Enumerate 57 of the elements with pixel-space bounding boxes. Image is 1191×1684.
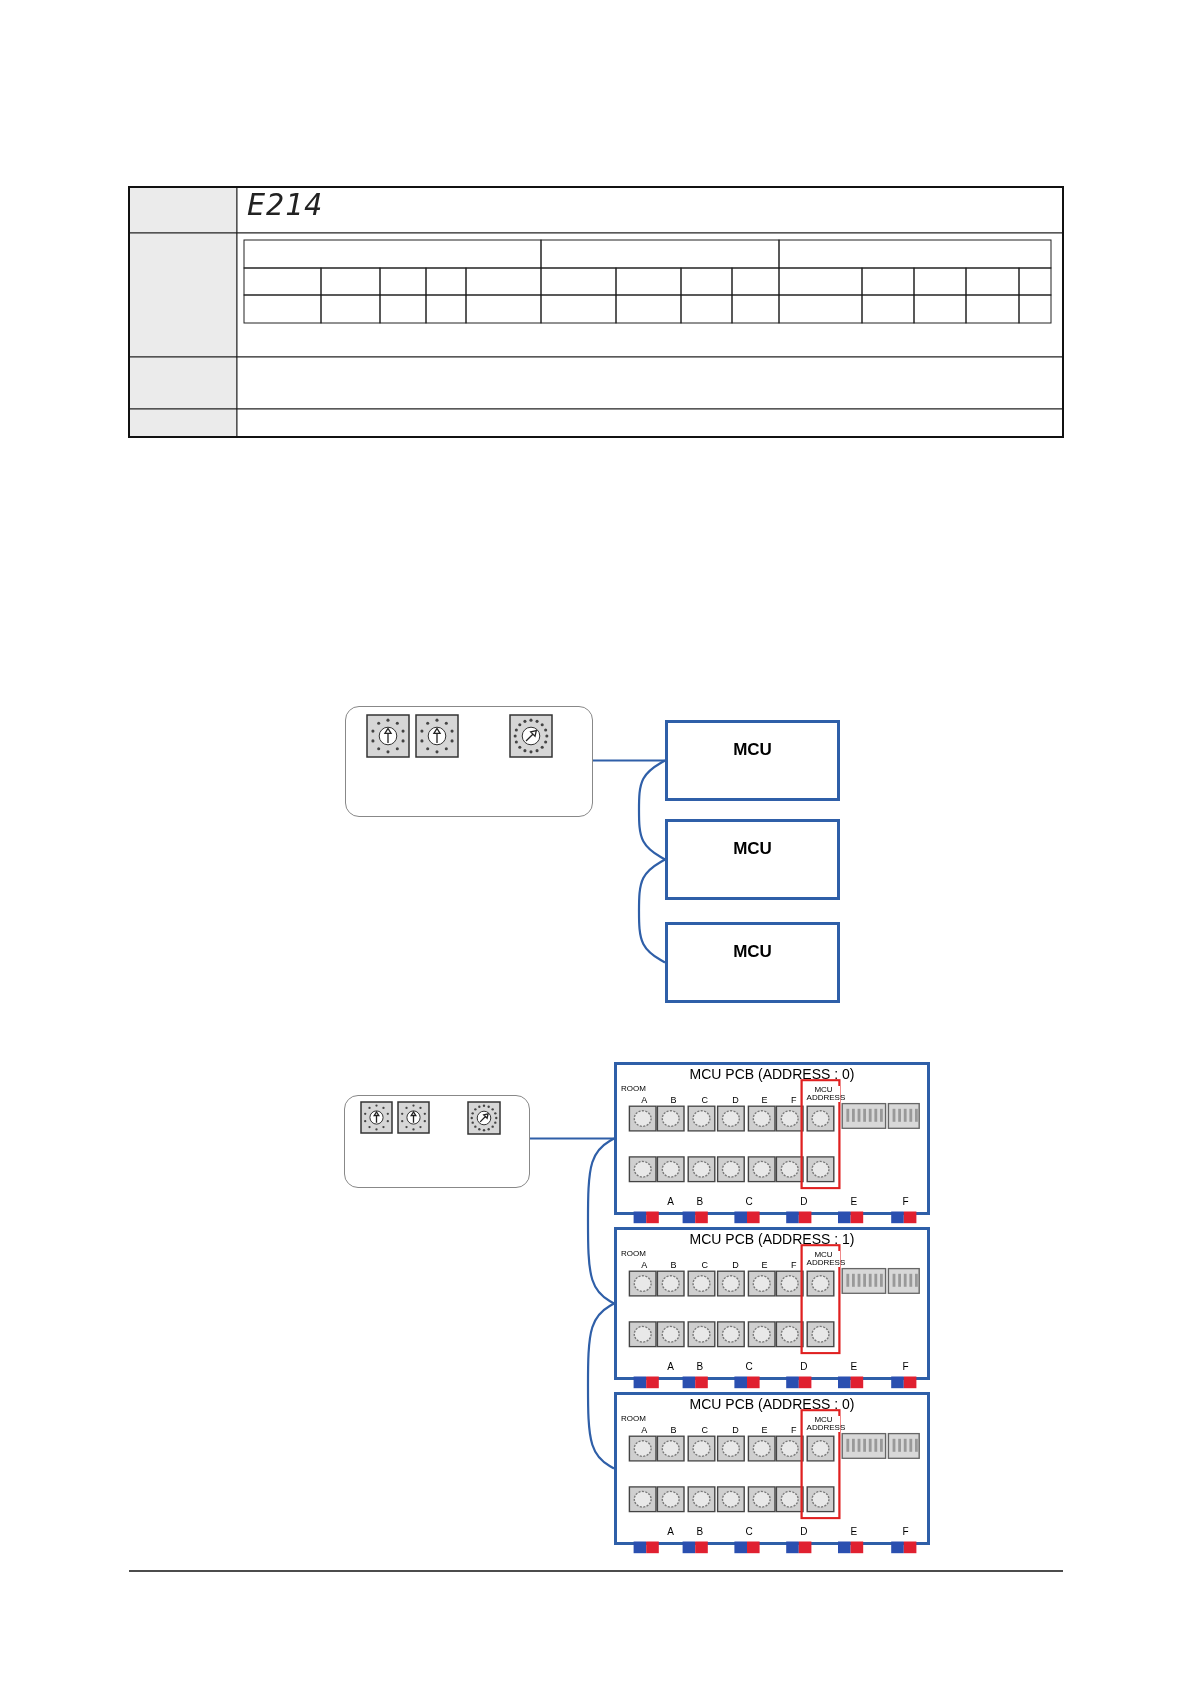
connection-line bbox=[530, 1137, 616, 1140]
channel-letter: B bbox=[670, 1096, 677, 1105]
mcu-label: MCU bbox=[732, 840, 773, 857]
port-letter: E bbox=[850, 1197, 858, 1207]
port-letter: F bbox=[902, 1527, 909, 1537]
channel-letter: E bbox=[761, 1426, 768, 1435]
room-label: ROOM bbox=[621, 1415, 646, 1423]
channel-letter: C bbox=[701, 1096, 708, 1105]
port-letter: D bbox=[800, 1527, 808, 1537]
port-letter: C bbox=[745, 1362, 753, 1372]
channel-letter: F bbox=[791, 1096, 797, 1105]
channel-letter: D bbox=[732, 1261, 739, 1270]
port-letter: A bbox=[667, 1197, 674, 1207]
room-label: ROOM bbox=[621, 1250, 646, 1258]
channel-letter: B bbox=[670, 1261, 677, 1270]
mcu-box bbox=[665, 720, 840, 801]
port-letter: B bbox=[696, 1362, 704, 1372]
channel-letter: A bbox=[641, 1261, 648, 1270]
port-letter: E bbox=[850, 1527, 858, 1537]
port-letter: F bbox=[902, 1362, 909, 1372]
switch-panel bbox=[344, 1095, 530, 1188]
error-code-display: E214 bbox=[247, 190, 324, 220]
channel-letter: C bbox=[701, 1261, 708, 1270]
channel-letter: D bbox=[732, 1426, 739, 1435]
port-letter: F bbox=[902, 1197, 909, 1207]
port-letter: A bbox=[667, 1527, 674, 1537]
connection-line bbox=[586, 1302, 615, 1470]
port-letter: D bbox=[800, 1197, 808, 1207]
channel-letter: B bbox=[670, 1426, 677, 1435]
connection-line bbox=[593, 759, 667, 762]
room-label: ROOM bbox=[621, 1085, 646, 1093]
mcu-box bbox=[665, 819, 840, 900]
mcu-box bbox=[665, 922, 840, 1003]
channel-letter: F bbox=[791, 1426, 797, 1435]
port-letter: E bbox=[850, 1362, 858, 1372]
channel-letter: E bbox=[761, 1261, 768, 1270]
mcu-label: MCU bbox=[732, 943, 773, 960]
switch-panel bbox=[345, 706, 593, 817]
pcb-title: MCU PCB (ADDRESS : 1) bbox=[688, 1232, 856, 1246]
channel-letter: D bbox=[732, 1096, 739, 1105]
channel-letter: E bbox=[761, 1096, 768, 1105]
connection-line bbox=[637, 759, 666, 861]
port-letter: C bbox=[745, 1527, 753, 1537]
pcb-title: MCU PCB (ADDRESS : 0) bbox=[688, 1397, 856, 1411]
connection-line bbox=[586, 1137, 615, 1305]
pcb-title: MCU PCB (ADDRESS : 0) bbox=[688, 1067, 856, 1081]
connection-line bbox=[637, 858, 666, 964]
port-letter: D bbox=[800, 1362, 808, 1372]
channel-letter: C bbox=[701, 1426, 708, 1435]
channel-letter: F bbox=[791, 1261, 797, 1270]
channel-letter: A bbox=[641, 1096, 648, 1105]
mcu-label: MCU bbox=[732, 741, 773, 758]
port-letter: A bbox=[667, 1362, 674, 1372]
port-letter: C bbox=[745, 1197, 753, 1207]
channel-letter: A bbox=[641, 1426, 648, 1435]
port-letter: B bbox=[696, 1527, 704, 1537]
port-letter: B bbox=[696, 1197, 704, 1207]
